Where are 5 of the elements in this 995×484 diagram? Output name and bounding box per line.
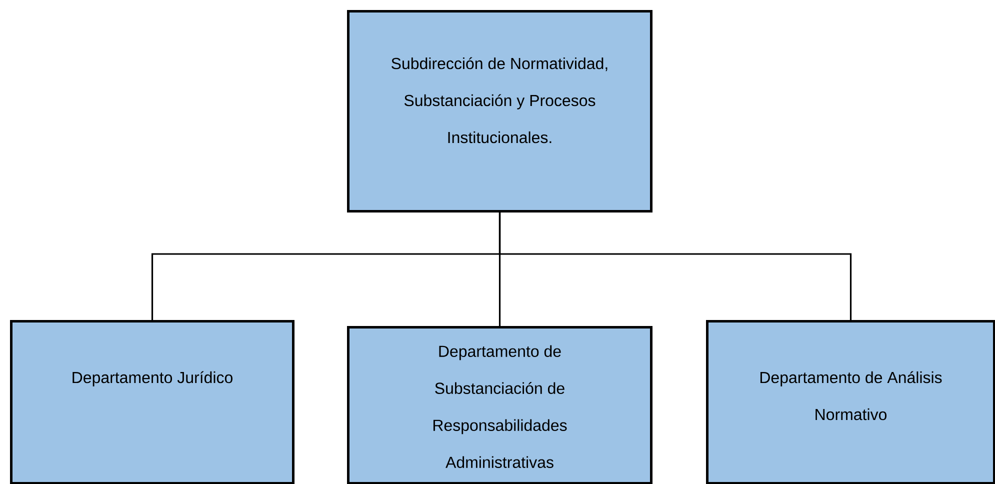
- org-box: Subdirección de Normatividad, Substanciación y Procesos Institucionales.: [347, 10, 652, 212]
- org-box: Departamento de Análisis Normativo: [706, 320, 995, 484]
- org-box: Departamento Jurídico: [10, 320, 294, 484]
- connector-line: [498, 212, 852, 320]
- org-box: Departamento de Substanciación de Responsabilidades Administrativas: [347, 326, 652, 484]
